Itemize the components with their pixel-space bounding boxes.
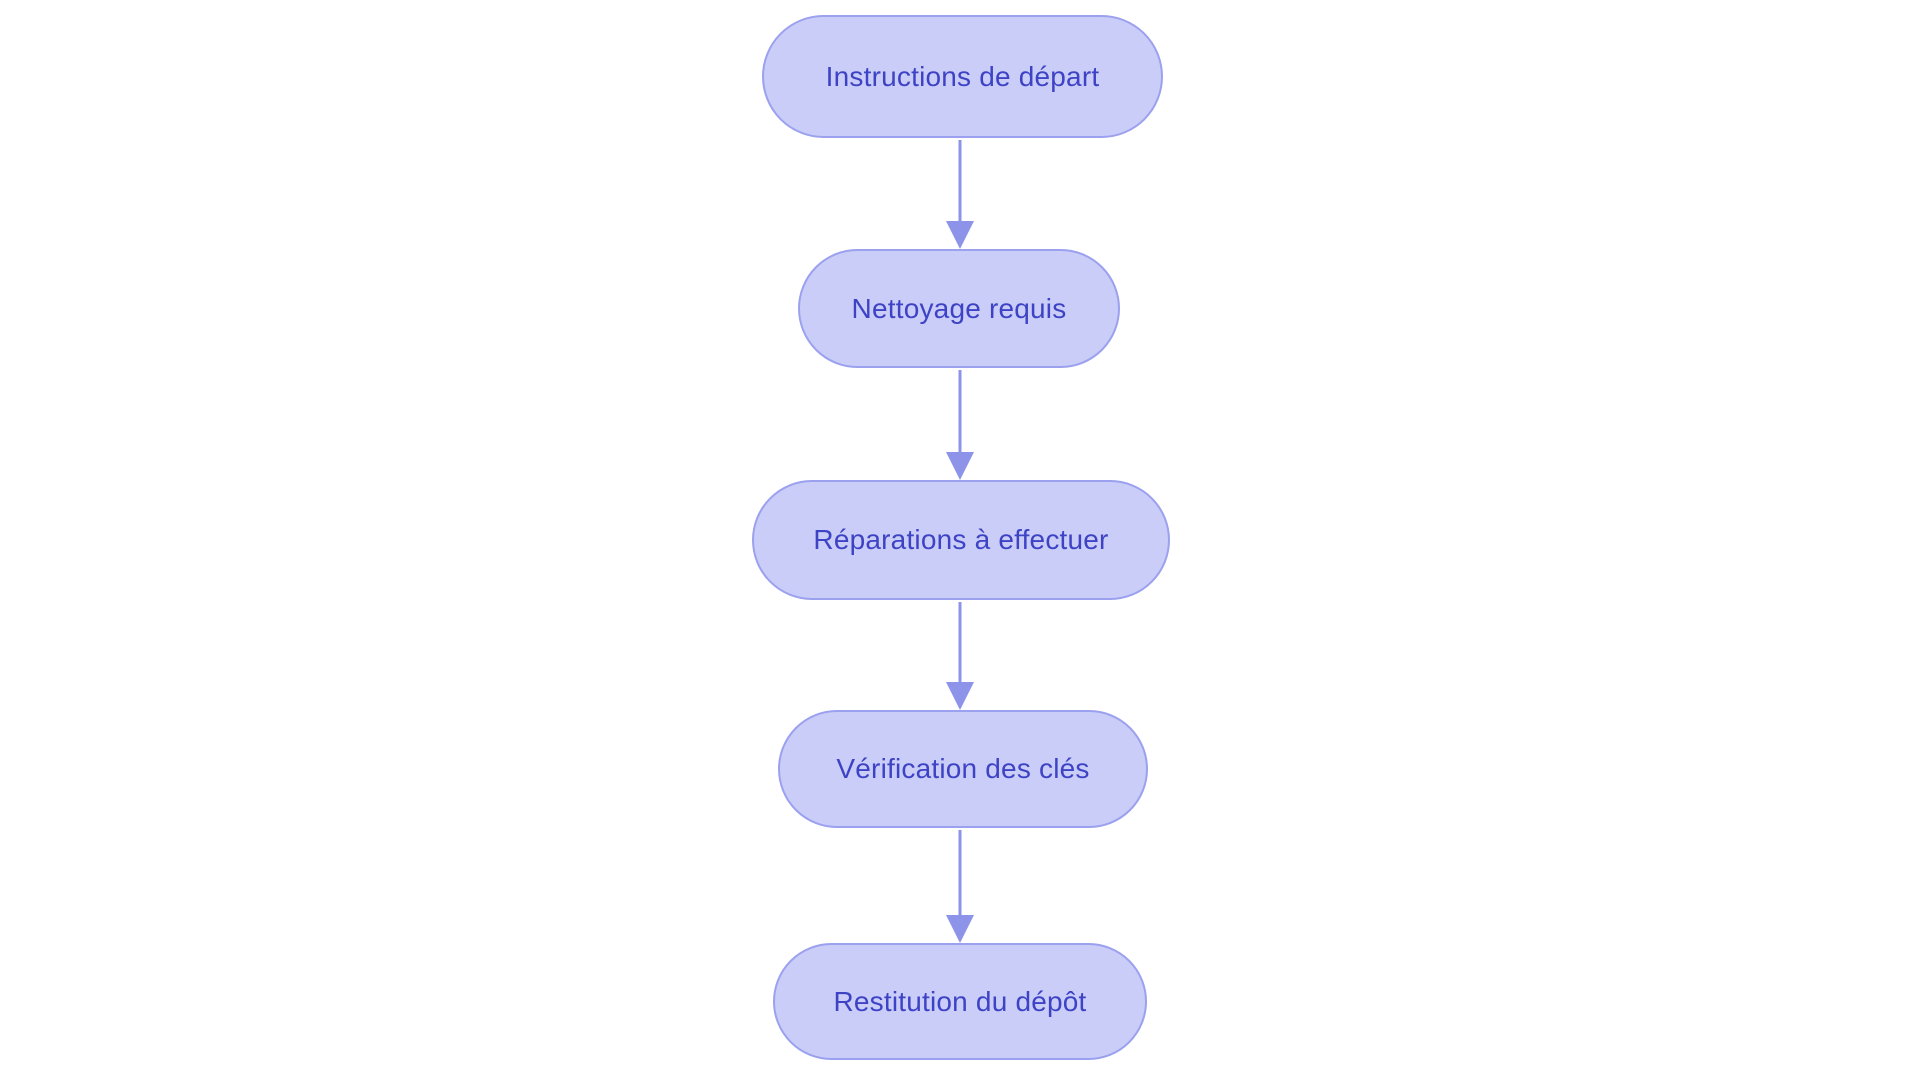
- flow-node-label: Réparations à effectuer: [813, 524, 1109, 555]
- flow-node-instructions-de-depart: Instructions de départ: [762, 15, 1163, 138]
- flow-node-reparations-a-effectuer: Réparations à effectuer: [752, 480, 1170, 600]
- flow-node-label: Nettoyage requis: [851, 292, 1067, 324]
- arrow-n2-n3: [946, 370, 974, 480]
- flow-node-label: Instructions de départ: [825, 60, 1100, 92]
- flow-node-label: Restitution du dépôt: [833, 985, 1087, 1017]
- flow-node-verification-des-cles: Vérification des clés: [778, 710, 1148, 828]
- flow-node-restitution-du-depot: Restitution du dépôt: [773, 943, 1147, 1060]
- arrow-n4-n5: [946, 830, 974, 943]
- flow-node-label: Vérification des clés: [836, 753, 1090, 784]
- arrow-n1-n2: [946, 140, 974, 249]
- arrow-n3-n4: [946, 602, 974, 710]
- flow-node-nettoyage-requis: Nettoyage requis: [798, 249, 1120, 368]
